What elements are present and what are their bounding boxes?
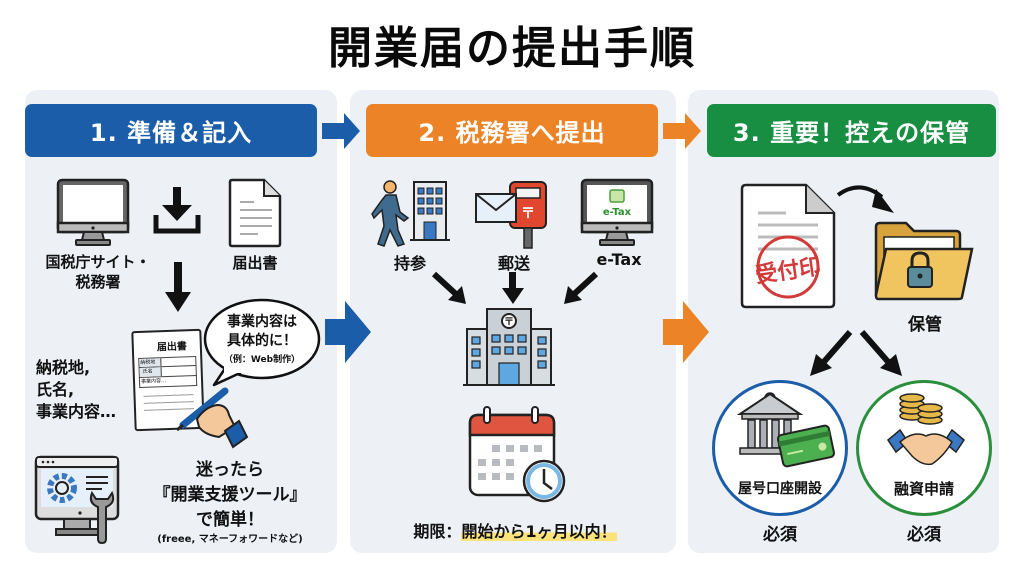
form-field-label: 納税地 — [139, 358, 162, 367]
speech-bubble — [203, 298, 321, 387]
mailbox-icon: 〒 — [475, 181, 547, 249]
tax-office-icon: 〒 — [463, 308, 555, 386]
use-note-loan: 必須 — [907, 525, 941, 545]
support-tool-icon — [34, 455, 120, 545]
walking-person-icon — [371, 180, 450, 247]
converging-arrows-icon — [431, 271, 599, 304]
deadline-prefix: 期限： — [413, 522, 462, 541]
calendar-clock-icon — [468, 406, 566, 503]
bubble-line-3: （例：Web制作） — [223, 355, 301, 365]
locked-folder-icon — [874, 221, 974, 301]
arrow-right-icon — [663, 301, 709, 363]
form-label: 届出書 — [232, 254, 278, 272]
tool-tip-note: (freee, マネーフォワードなど) — [157, 534, 303, 545]
page-title: 開業届の提出手順 — [328, 23, 696, 74]
stamped-document-icon — [740, 183, 836, 309]
bank-card-icon — [736, 392, 836, 468]
source-label: 国税庁サイト・ 税務署 — [45, 253, 151, 291]
method-label-mail: 郵送 — [497, 254, 530, 273]
coins-handshake-icon — [887, 393, 965, 466]
step3-header: 3. 重要！控えの保管 — [707, 104, 996, 157]
diverging-arrows-icon — [810, 330, 902, 376]
curved-arrow-icon — [836, 185, 894, 213]
deadline-highlight: 開始から1ヶ月以内！ — [461, 522, 617, 541]
monitor-icon — [56, 178, 130, 246]
bubble-line-1: 事業内容は — [227, 314, 297, 330]
use-label-loan: 融資申請 — [893, 480, 954, 498]
tool-tip-line-1: 迷ったら — [196, 460, 264, 480]
arrow-right-icon — [663, 113, 701, 149]
tool-tip-line-3: で簡単！ — [196, 510, 264, 530]
form-sheet-title: 届出書 — [156, 341, 188, 354]
bubble-line-2: 具体的に！ — [227, 333, 297, 349]
download-icon — [153, 187, 201, 234]
tool-tip-line-2: 『開業支援ツール』 — [153, 485, 307, 505]
fields-text: 納税地, 氏名, 事業内容… — [36, 358, 117, 421]
document-icon — [228, 178, 282, 248]
arrow-down-icon — [165, 262, 191, 312]
arrow-right-icon — [322, 113, 360, 149]
storage-label: 保管 — [908, 315, 942, 335]
deadline-text: 期限：開始から1ヶ月以内！ — [380, 518, 650, 542]
svg-text:〒: 〒 — [504, 316, 514, 328]
use-label-bank: 屋号口座開設 — [738, 481, 822, 497]
method-label-etax: e-Tax — [596, 250, 642, 269]
form-field-label: 氏名 — [139, 367, 162, 377]
step2-header: 2. 税務署へ提出 — [366, 104, 658, 157]
svg-text:〒: 〒 — [521, 206, 535, 222]
arrow-right-icon — [325, 301, 371, 363]
use-note-bank: 必須 — [763, 525, 797, 545]
etax-monitor-icon — [580, 178, 654, 246]
etax-screen-label: e-Tax — [602, 207, 632, 218]
step1-header: 1. 準備＆記入 — [25, 104, 317, 157]
hand-pen-icon — [176, 387, 249, 449]
method-label-carry: 持参 — [393, 254, 426, 273]
